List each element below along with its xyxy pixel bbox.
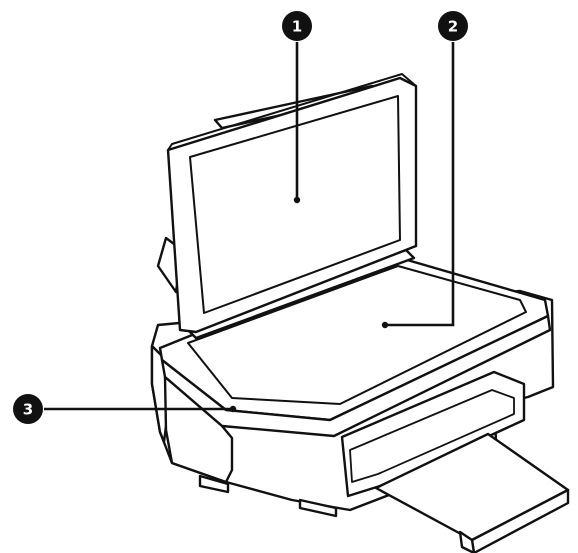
callout-2-label: 2 bbox=[448, 18, 458, 36]
document-cover-lip bbox=[167, 73, 417, 151]
callout-2: 2 bbox=[438, 11, 468, 41]
document-mat bbox=[189, 95, 401, 314]
front-panel bbox=[163, 375, 234, 484]
scanner-glass bbox=[187, 265, 527, 405]
callout-1: 1 bbox=[282, 11, 312, 41]
callout-3: 3 bbox=[13, 394, 43, 424]
leader-line-2 bbox=[385, 42, 455, 327]
front-foot-left bbox=[198, 474, 230, 494]
front-foot-right bbox=[298, 498, 338, 518]
leader-dot-1 bbox=[293, 196, 301, 204]
output-slot-inner bbox=[349, 389, 515, 483]
output-tray-stop bbox=[458, 530, 476, 553]
printer-illustration bbox=[150, 73, 570, 553]
leader-dot-3 bbox=[229, 405, 237, 413]
leader-lines bbox=[44, 42, 455, 413]
callout-3-label: 3 bbox=[23, 401, 33, 419]
callout-1-label: 1 bbox=[292, 18, 302, 36]
leader-dot-2 bbox=[381, 321, 389, 329]
